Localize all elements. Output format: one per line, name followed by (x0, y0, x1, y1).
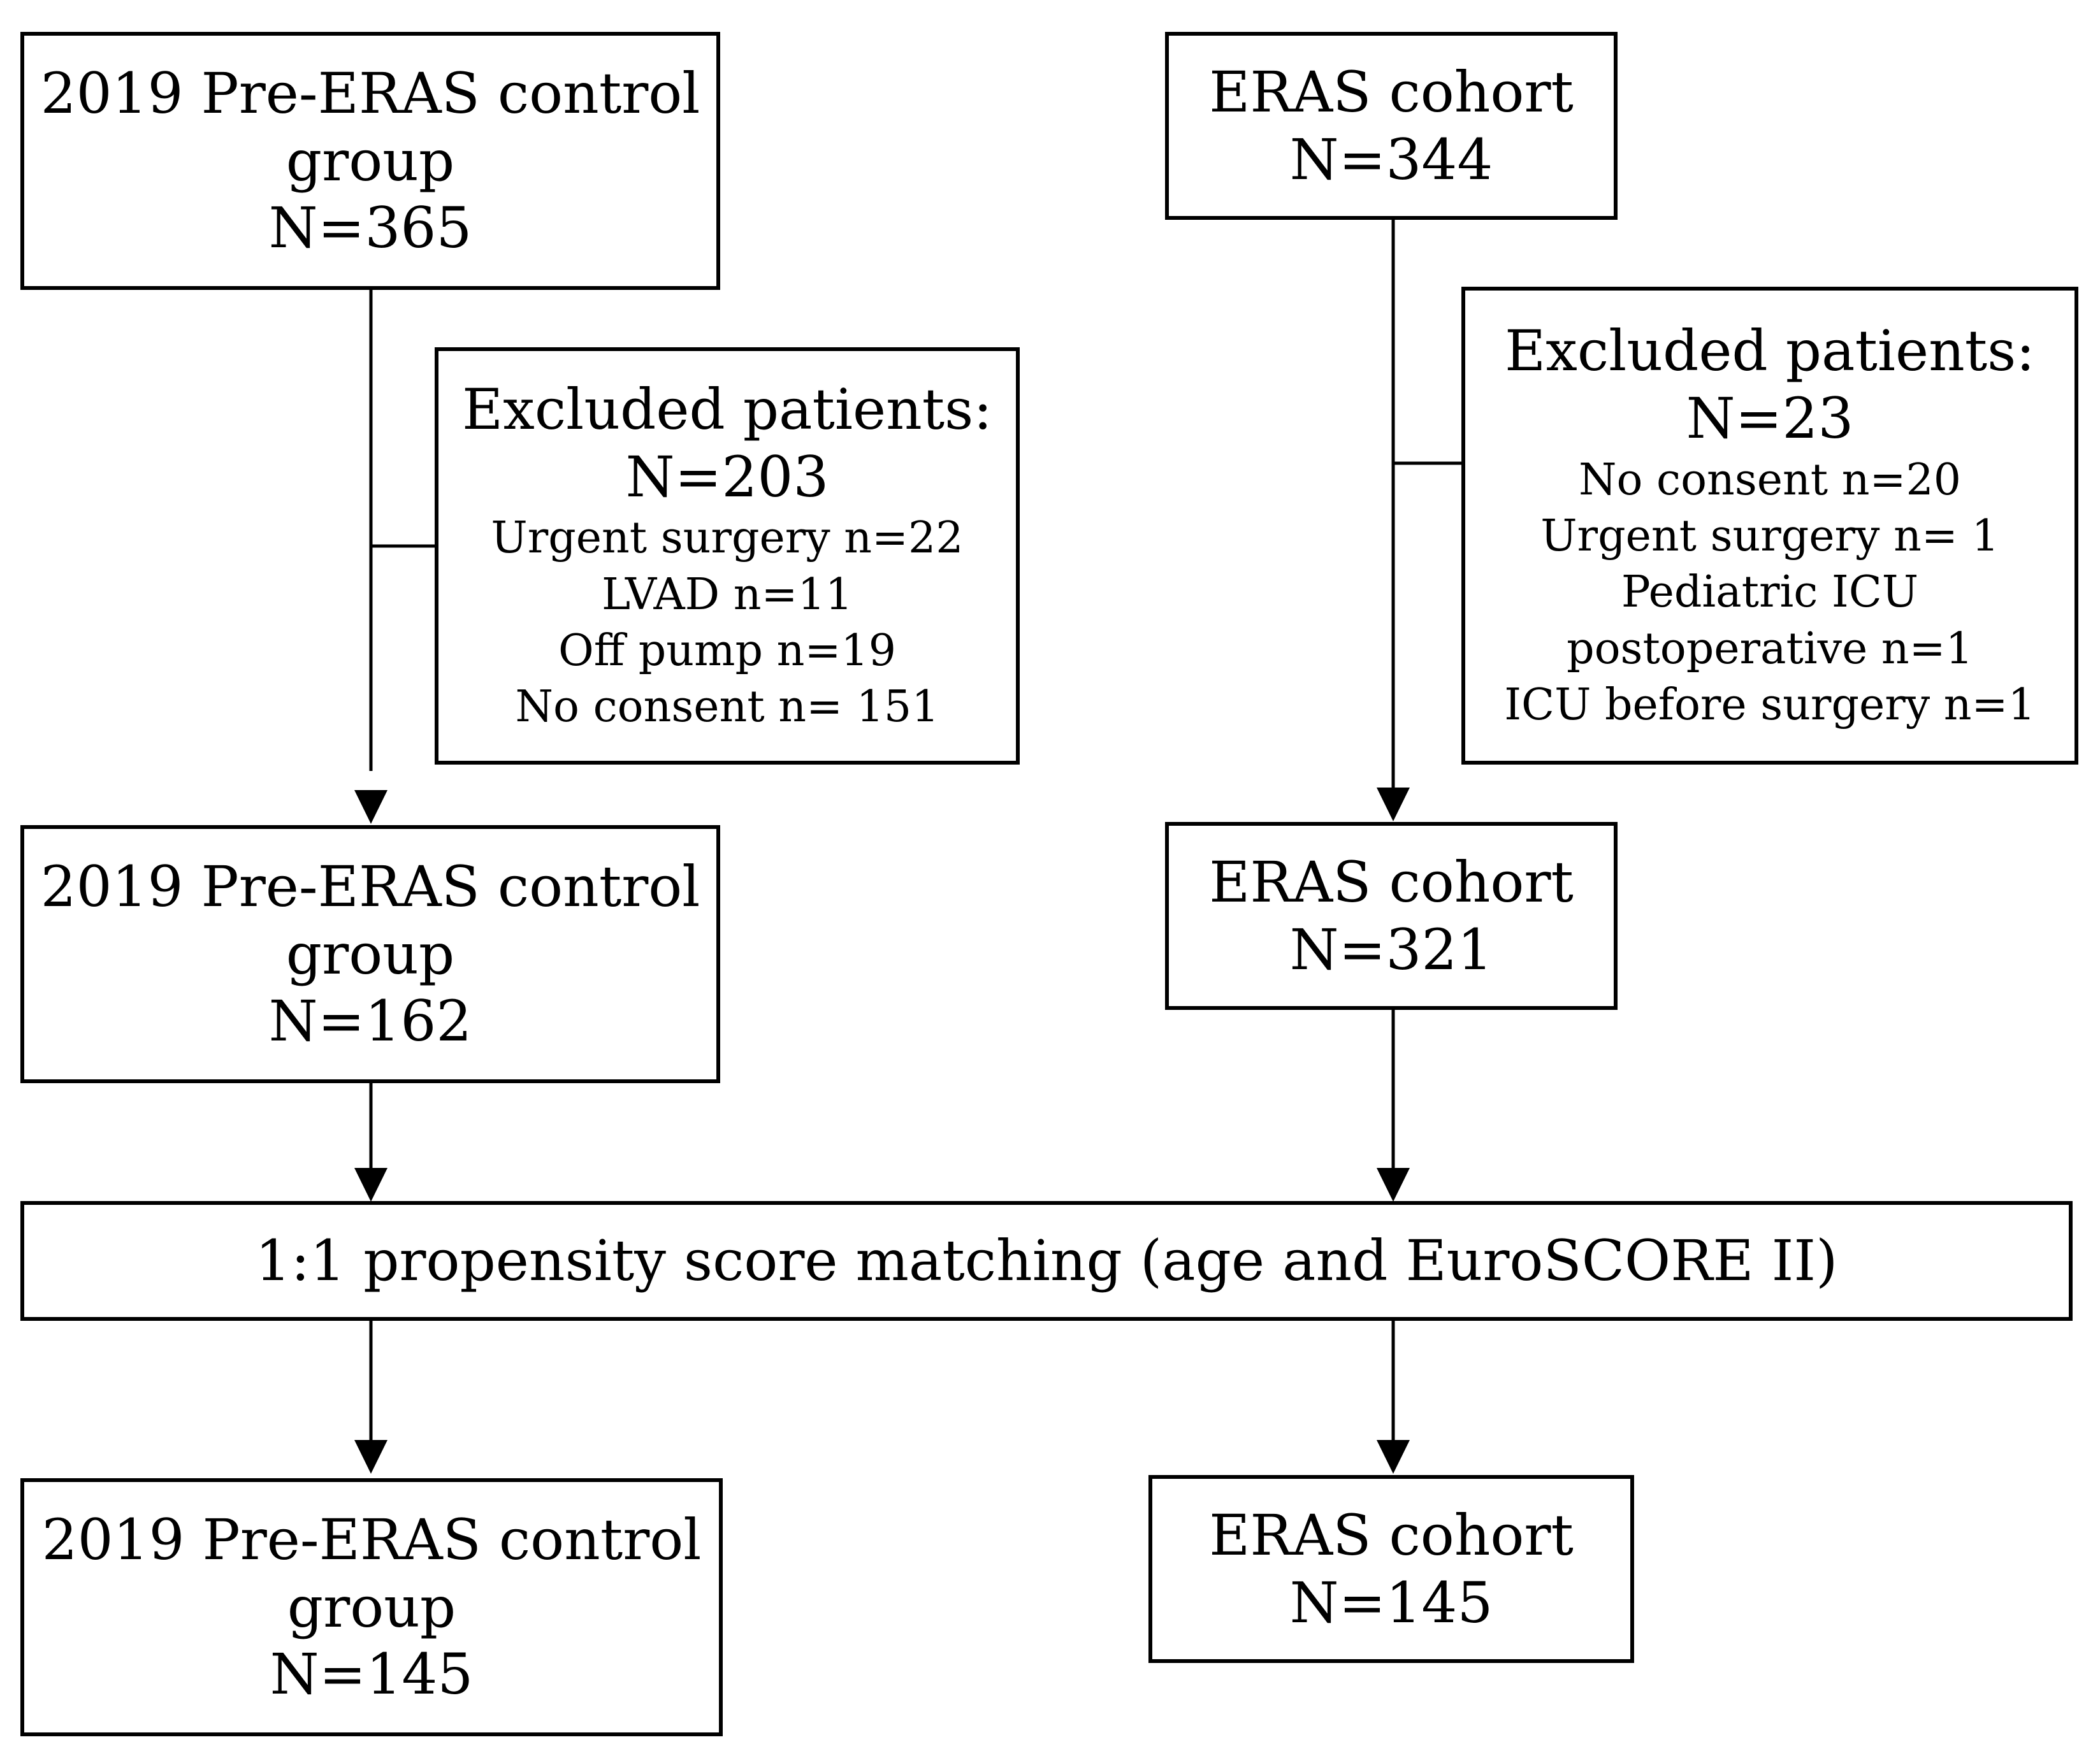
eras-excluded-box: Excluded patients: N=23 No consent n=20 … (1461, 287, 2078, 765)
pre-eras-after-label-2: group (286, 921, 455, 987)
pre-eras-excluded-item: No consent n= 151 (515, 682, 939, 733)
eras-after-label: ERAS cohort (1209, 849, 1574, 915)
eras-initial-box: ERAS cohort N=344 (1165, 32, 1618, 220)
edge-pre-after-arrowhead (354, 1168, 387, 1202)
eras-excluded-item: postoperative n=1 (1567, 623, 1973, 674)
pre-eras-excluded-item: Off pump n=19 (558, 626, 896, 677)
pre-eras-final-label-2: group (287, 1574, 456, 1640)
eras-final-box: ERAS cohort N=145 (1148, 1475, 1634, 1663)
pre-eras-initial-count: N=365 (268, 195, 472, 261)
pre-eras-initial-box: 2019 Pre-ERAS control group N=365 (20, 32, 720, 290)
pre-eras-after-exclusion-box: 2019 Pre-ERAS control group N=162 (20, 825, 720, 1083)
eras-excluded-item: ICU before surgery n=1 (1504, 680, 2036, 731)
pre-eras-excluded-count: N=203 (625, 443, 829, 510)
pre-eras-excluded-title: Excluded patients: (462, 377, 992, 443)
eras-excluded-item: Pediatric ICU (1621, 567, 1919, 618)
eras-excluded-item: Urgent surgery n= 1 (1540, 511, 1999, 561)
eras-excluded-count: N=23 (1686, 385, 1854, 452)
propensity-matching-box: 1:1 propensity score matching (age and E… (20, 1201, 2073, 1321)
edge-eras-initial-arrowhead (1377, 788, 1410, 821)
propensity-matching-label: 1:1 propensity score matching (age and E… (255, 1228, 1838, 1294)
eras-initial-count: N=344 (1289, 126, 1493, 192)
eras-final-count: N=145 (1289, 1569, 1493, 1636)
pre-eras-excluded-item: LVAD n=11 (601, 569, 853, 620)
edge-eras-after-arrowhead (1377, 1168, 1410, 1202)
pre-eras-initial-label-2: group (286, 127, 455, 194)
eras-excluded-title: Excluded patients: (1505, 318, 2035, 384)
pre-eras-after-label: 2019 Pre-ERAS control (40, 854, 700, 920)
pre-eras-excluded-box: Excluded patients: N=203 Urgent surgery … (435, 347, 1020, 765)
pre-eras-final-count: N=145 (270, 1641, 474, 1708)
eras-final-label: ERAS cohort (1209, 1502, 1574, 1568)
eras-initial-label: ERAS cohort (1209, 59, 1574, 125)
edge-matching-to-pre-final-arrowhead (354, 1440, 387, 1474)
pre-eras-after-count: N=162 (268, 988, 472, 1054)
eras-excluded-item: No consent n=20 (1578, 454, 1962, 505)
eras-after-count: N=321 (1289, 916, 1493, 982)
pre-eras-final-label: 2019 Pre-ERAS control (41, 1507, 702, 1573)
pre-eras-final-box: 2019 Pre-ERAS control group N=145 (20, 1478, 723, 1736)
pre-eras-excluded-item: Urgent surgery n=22 (491, 513, 964, 564)
pre-eras-initial-label: 2019 Pre-ERAS control (40, 61, 700, 127)
edge-pre-initial-arrowhead (354, 790, 387, 824)
edge-matching-to-eras-final-arrowhead (1377, 1440, 1410, 1474)
eras-after-exclusion-box: ERAS cohort N=321 (1165, 822, 1618, 1010)
